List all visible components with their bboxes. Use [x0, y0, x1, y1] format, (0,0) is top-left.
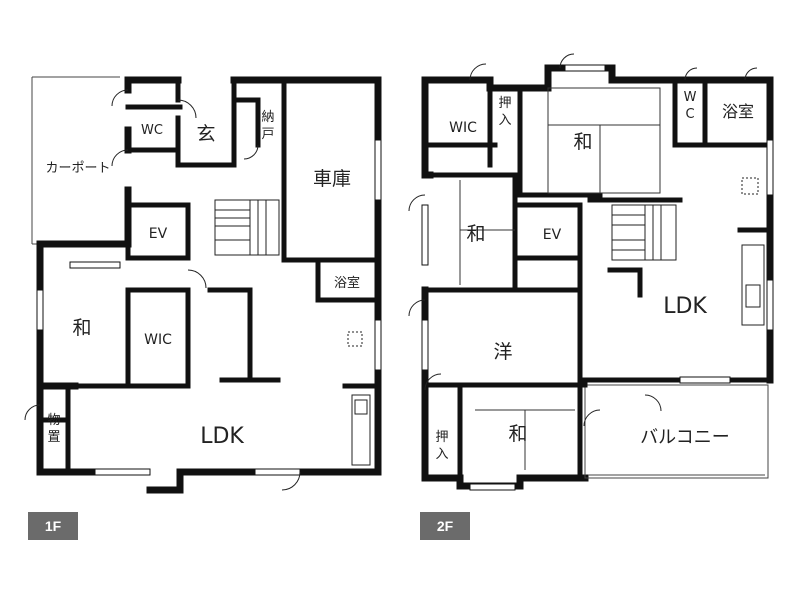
room-label-wic-2f: WIC: [449, 120, 477, 136]
room-label-garage: 車庫: [313, 168, 351, 190]
room-label-oshiire-top-a: 押: [498, 96, 511, 111]
stairs-2f: [611, 204, 677, 261]
room-label-storage-to: 戸: [261, 127, 274, 142]
room-label-ldk-1f: LDK: [200, 424, 244, 449]
room-label-wc-2f-a: W: [684, 90, 697, 105]
stairs-1f: [214, 199, 280, 256]
interior-walls-2f: [422, 77, 773, 481]
room-label-washitsu-1f: 和: [72, 317, 91, 339]
room-label-ev-1f: EV: [149, 226, 168, 242]
room-label-wc-2f-b: C: [685, 107, 694, 122]
room-label-carport: カーポート: [45, 161, 110, 176]
interior-walls-1f: [37, 77, 381, 475]
room-label-washitsu-top: 和: [573, 131, 592, 153]
room-label-ldk-2f: LDK: [663, 294, 707, 319]
tatami-lines-2f: [459, 87, 661, 470]
floor-2-plan: [408, 53, 774, 491]
room-label-oshiire-top-b: 入: [498, 113, 511, 128]
balcony-outline: [584, 384, 769, 479]
floor-badge-2f: 2F: [420, 512, 470, 540]
room-label-oshiire-bottom-a: 押: [435, 430, 448, 445]
room-label-wic-1f: WIC: [144, 332, 172, 348]
room-label-wc-1f: WC: [141, 123, 163, 138]
room-label-genkan: 玄: [196, 123, 215, 145]
floor-badge-1f: 1F: [28, 512, 78, 540]
windows-1f: [36, 139, 382, 476]
room-label-shed-b: 置: [47, 430, 60, 445]
room-label-washitsu-mid: 和: [466, 223, 485, 245]
room-label-bath-2f: 浴室: [722, 102, 754, 121]
room-label-oshiire-bottom-b: 入: [435, 447, 448, 462]
room-label-washitsu-bottom: 和: [508, 423, 527, 445]
door-swings-1f: [24, 89, 301, 491]
room-label-bath-1f: 浴室: [334, 275, 360, 291]
kitchen-fixtures-2f: [741, 177, 765, 326]
room-label-shed-a: 物: [47, 413, 60, 428]
room-label-balcony: バルコニー: [640, 427, 730, 448]
floor-1-plan: [24, 76, 382, 494]
windows-2f: [421, 64, 774, 491]
room-label-storage-na: 納: [261, 110, 274, 125]
door-swings-2f: [408, 53, 758, 427]
kitchen-fixtures-1f: [347, 331, 371, 466]
room-label-western: 洋: [493, 341, 512, 363]
room-label-ev-2f: EV: [543, 227, 562, 243]
